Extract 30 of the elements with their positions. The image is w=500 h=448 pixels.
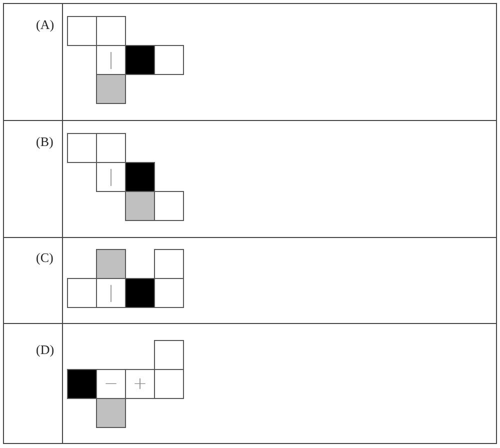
net-square (125, 278, 155, 308)
net-square (67, 369, 97, 399)
face-symbol: | (108, 168, 114, 186)
net-square (67, 16, 97, 46)
net-square (125, 369, 155, 399)
net-square (154, 45, 184, 75)
face-symbol: | (108, 52, 114, 68)
net-square (67, 278, 97, 308)
net-square (96, 162, 126, 192)
option-label: (D) (36, 342, 54, 358)
net-square (154, 278, 184, 308)
net-square (96, 249, 126, 279)
net-square (96, 398, 126, 428)
net-square (125, 45, 155, 75)
net-square (154, 191, 184, 221)
net-square (125, 191, 155, 221)
face-symbol: − (104, 376, 118, 392)
net-square (154, 340, 184, 370)
option-label: (A) (36, 17, 54, 33)
option-label: (C) (36, 250, 54, 266)
option-label: (B) (36, 134, 54, 150)
net-square (154, 249, 184, 279)
net-square (96, 133, 126, 163)
net-square (96, 16, 126, 46)
face-symbol: | (108, 284, 114, 302)
net-square (96, 74, 126, 104)
net-square (125, 162, 155, 192)
face-symbol: + (132, 376, 148, 392)
net-square (67, 133, 97, 163)
net-square (154, 369, 184, 399)
